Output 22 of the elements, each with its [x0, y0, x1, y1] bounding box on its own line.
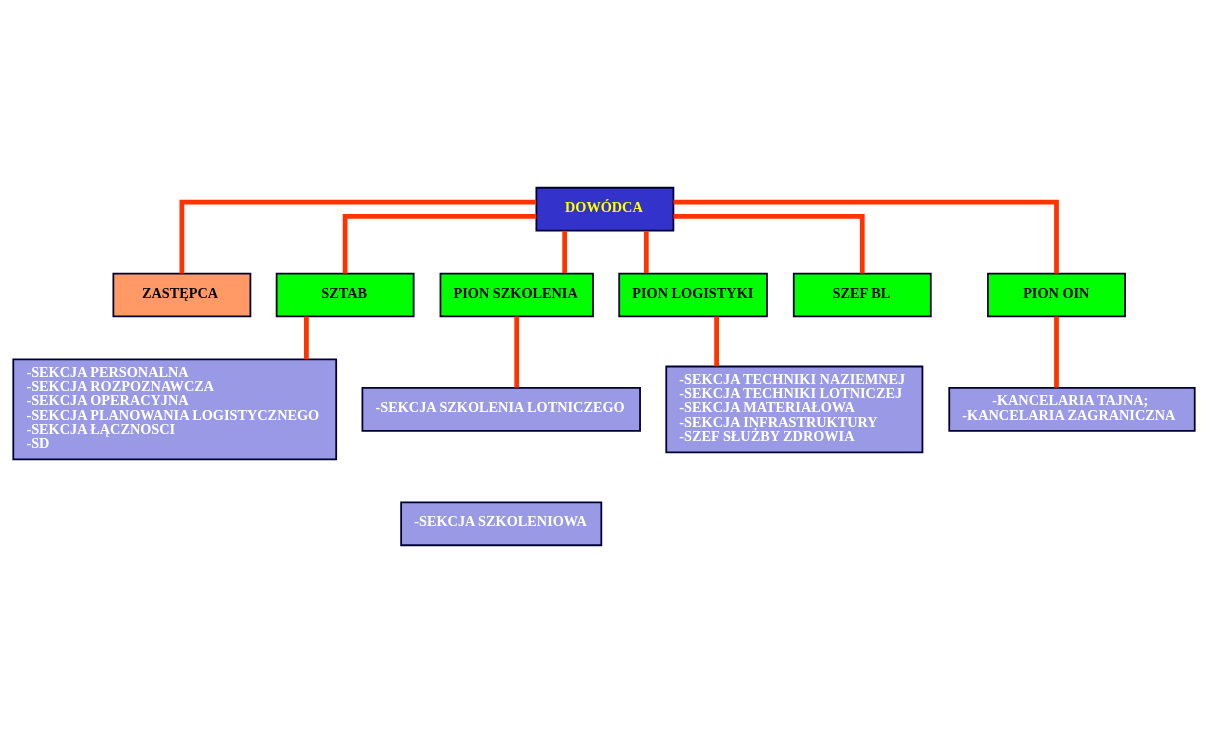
node-box: PION LOGISTYKI [618, 272, 768, 318]
node-box: PION OIN [987, 272, 1126, 318]
connector [562, 230, 568, 274]
connector [304, 316, 309, 360]
connector [643, 230, 649, 274]
node-box: DOWÓDCA [535, 186, 675, 232]
connector [342, 213, 537, 274]
connector [179, 199, 536, 274]
connector [673, 199, 1059, 274]
node-box: ZASTĘPCA [112, 272, 252, 318]
node-box: SZEF BL [792, 272, 932, 318]
node-box: -SEKCJA SZKOLENIA LOTNICZEGO [361, 387, 641, 432]
node-box: -KANCELARIA TAJNA; -KANCELARIA ZAGRANICZNA [948, 387, 1196, 432]
node-box: -SEKCJA TECHNIKI NAZIEMNEJ -SEKCJA TECHNIKI LOTNICZEJ -SEKCJA MATERIAŁOWA -SEKCJA INFRASTRUKTURY -SZEF SŁUŻBY ZDROWIA [665, 365, 924, 454]
node-box: -SEKCJA SZKOLENIOWA [400, 501, 603, 547]
node-box: PION SZKOLENIA [439, 272, 594, 318]
node-box: -SEKCJA PERSONALNA -SEKCJA ROZPOZNAWCZA -SEKCJA OPERACYJNA -SEKCJA PLANOWANIA LOGISTYCZNEGO -SEKCJA ŁĄCZNOSCI -SD [12, 358, 338, 461]
node-box: SZTAB [275, 272, 415, 318]
connector [714, 316, 719, 367]
connector [514, 316, 520, 388]
connector [1054, 316, 1059, 388]
connector [673, 213, 865, 274]
